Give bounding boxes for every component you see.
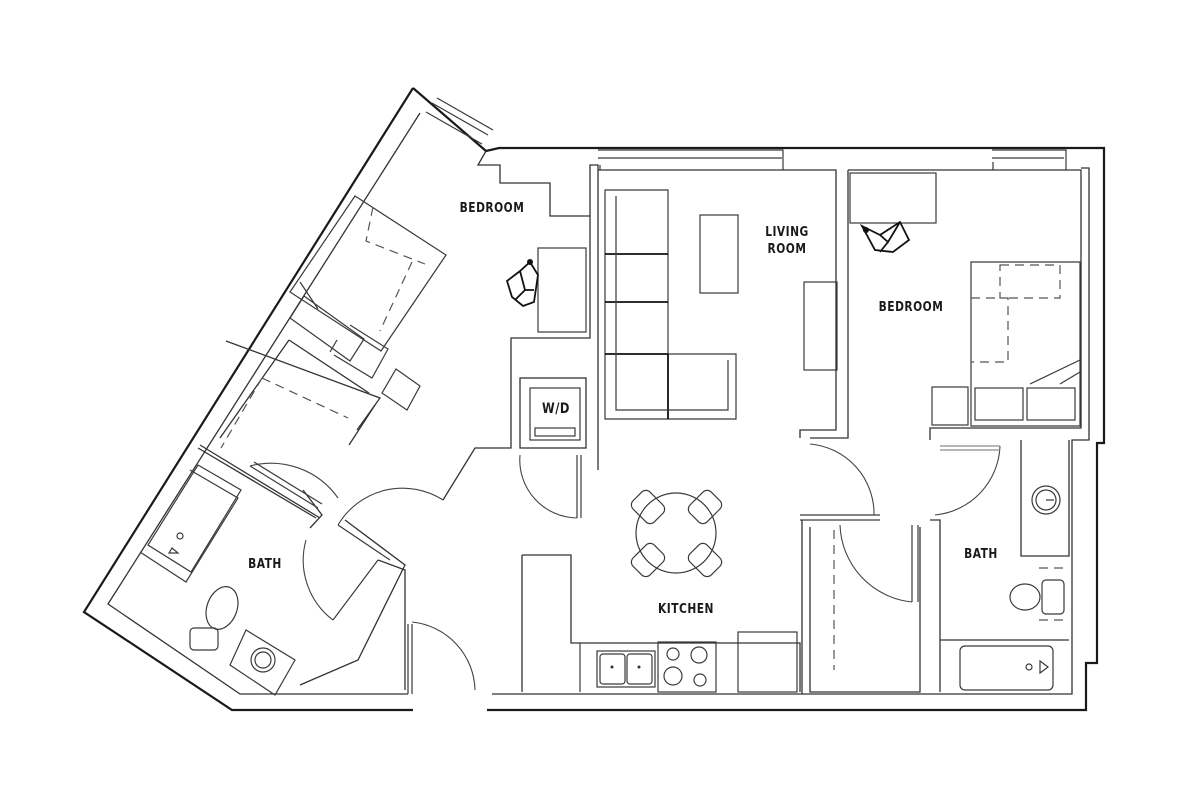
room-label-kitchen: KITCHEN: [658, 602, 714, 617]
windows: [425, 97, 1067, 170]
bath-1-walls: [299, 489, 406, 690]
desk-2: [849, 172, 937, 224]
chair-2-icon: [859, 220, 911, 253]
closet-1: [220, 340, 382, 449]
kitchen-counter: [521, 554, 801, 692]
sink-icon: [596, 650, 656, 688]
washer-dryer-closet: [519, 377, 587, 449]
room-label-washer-dryer: W/D: [542, 401, 570, 417]
room-label-bedroom-2: BEDROOM: [878, 300, 944, 315]
doors: [249, 443, 1001, 694]
chair-1-icon: [505, 259, 539, 308]
bath-2-walls: [930, 440, 1070, 692]
bed-1: [289, 195, 447, 411]
bed-2: [931, 261, 1081, 427]
room-label-living-room: LIVING ROOM: [765, 225, 809, 257]
living-room-walls: [598, 169, 1082, 440]
bath-1-fixtures: [139, 464, 296, 696]
room-label-bath-2: BATH: [964, 547, 998, 562]
room-label-bedroom-1: BEDROOM: [459, 201, 525, 216]
dining-table: [630, 489, 723, 578]
tv-console: [803, 281, 838, 371]
coffee-table: [699, 214, 739, 294]
hall-closet: [801, 520, 921, 694]
room-label-bath-1: BATH: [248, 557, 282, 572]
stove-icon: [657, 641, 717, 693]
sofa: [604, 189, 737, 420]
bath-2-fixtures: [959, 485, 1069, 691]
refrigerator: [737, 631, 798, 693]
desk-1: [537, 247, 587, 333]
exterior-walls: [82, 87, 1106, 712]
